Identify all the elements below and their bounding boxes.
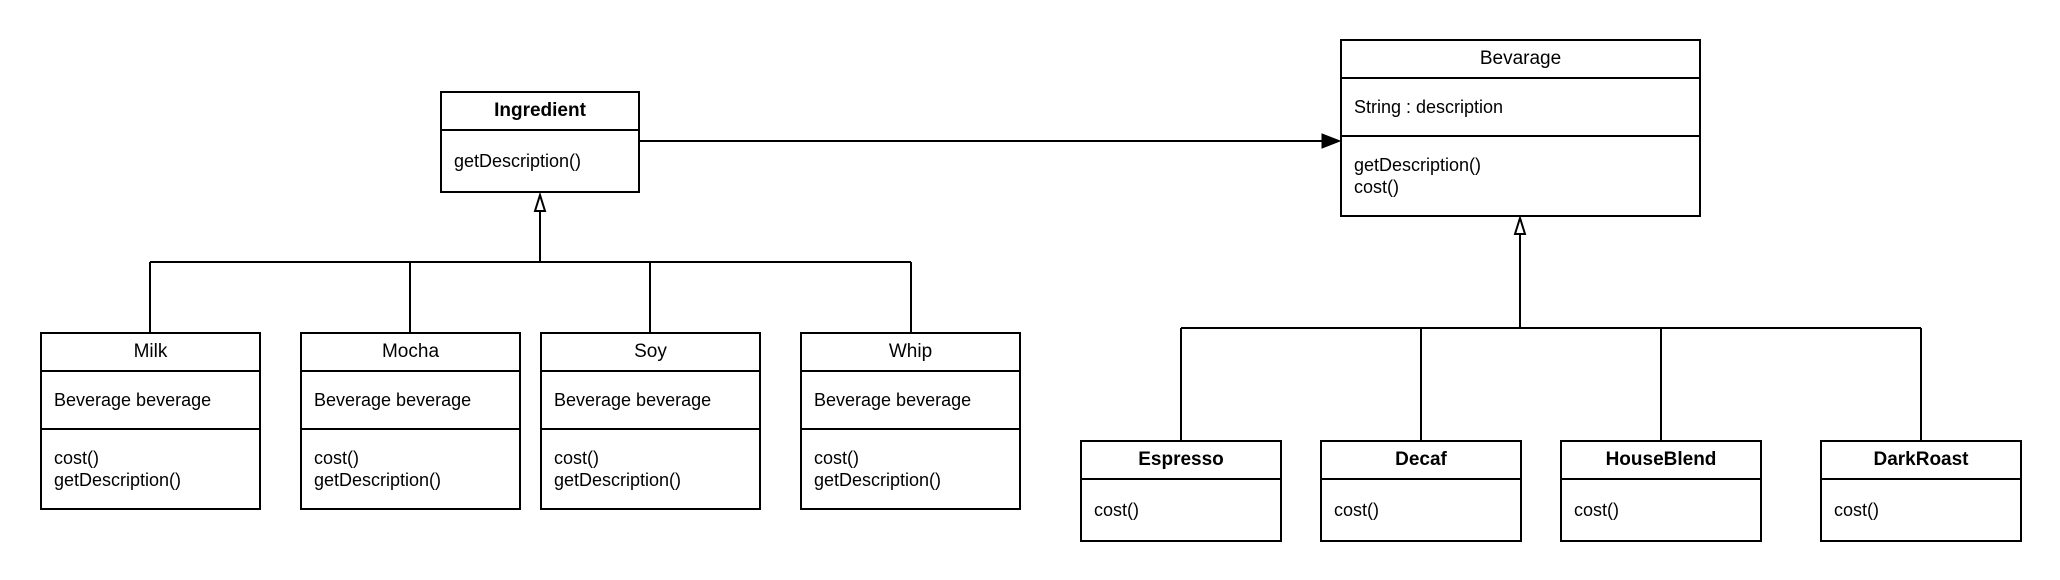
class-name: Ingredient [442, 93, 638, 131]
class-ingredient: Ingredient getDescription() [440, 91, 640, 193]
class-darkroast: DarkRoast cost() [1820, 440, 2022, 542]
method: cost() [814, 448, 859, 468]
generalization-arrowhead-bevarage [1513, 214, 1527, 235]
class-methods: cost() getDescription() [42, 430, 259, 508]
class-methods: getDescription() cost() [1342, 137, 1699, 215]
class-name: Whip [802, 334, 1019, 372]
method: cost() [1834, 500, 1879, 520]
class-methods: cost() getDescription() [542, 430, 759, 508]
class-methods: cost() [1822, 480, 2020, 540]
class-soy: Soy Beverage beverage cost() getDescript… [540, 332, 761, 510]
class-name: Decaf [1322, 442, 1520, 480]
method: cost() [54, 448, 99, 468]
method: getDescription() [54, 470, 182, 490]
method: getDescription() [554, 470, 682, 490]
class-name: DarkRoast [1822, 442, 2020, 480]
method: getDescription() [814, 470, 942, 490]
class-attributes: Beverage beverage [302, 372, 519, 430]
method: cost() [1094, 500, 1139, 520]
class-espresso: Espresso cost() [1080, 440, 1282, 542]
attribute: Beverage beverage [814, 390, 972, 410]
method: getDescription() [314, 470, 442, 490]
attribute: Beverage beverage [54, 390, 212, 410]
method: cost() [1334, 500, 1379, 520]
class-name: Milk [42, 334, 259, 372]
class-attributes: Beverage beverage [802, 372, 1019, 430]
class-houseblend: HouseBlend cost() [1560, 440, 1762, 542]
class-decaf: Decaf cost() [1320, 440, 1522, 542]
class-methods: cost() [1322, 480, 1520, 540]
class-methods: cost() getDescription() [302, 430, 519, 508]
class-methods: getDescription() [442, 131, 638, 191]
method: getDescription() [1354, 155, 1482, 175]
class-name: Soy [542, 334, 759, 372]
method: getDescription() [454, 151, 582, 171]
generalization-arrowhead-ingredient [533, 191, 547, 212]
method: cost() [1354, 177, 1399, 197]
class-name: Bevarage [1342, 41, 1699, 79]
method: cost() [1574, 500, 1619, 520]
attribute: Beverage beverage [314, 390, 472, 410]
class-methods: cost() [1082, 480, 1280, 540]
class-attributes: Beverage beverage [42, 372, 259, 430]
association-arrowhead [1321, 133, 1342, 149]
class-whip: Whip Beverage beverage cost() getDescrip… [800, 332, 1021, 510]
attribute: Beverage beverage [554, 390, 712, 410]
attribute: String : description [1354, 97, 1504, 117]
class-attributes: Beverage beverage [542, 372, 759, 430]
method: cost() [554, 448, 599, 468]
method: cost() [314, 448, 359, 468]
class-methods: cost() getDescription() [802, 430, 1019, 508]
class-attributes: String : description [1342, 79, 1699, 137]
class-milk: Milk Beverage beverage cost() getDescrip… [40, 332, 261, 510]
class-methods: cost() [1562, 480, 1760, 540]
class-bevarage: Bevarage String : description getDescrip… [1340, 39, 1701, 217]
class-name: Espresso [1082, 442, 1280, 480]
class-mocha: Mocha Beverage beverage cost() getDescri… [300, 332, 521, 510]
class-name: HouseBlend [1562, 442, 1760, 480]
class-name: Mocha [302, 334, 519, 372]
